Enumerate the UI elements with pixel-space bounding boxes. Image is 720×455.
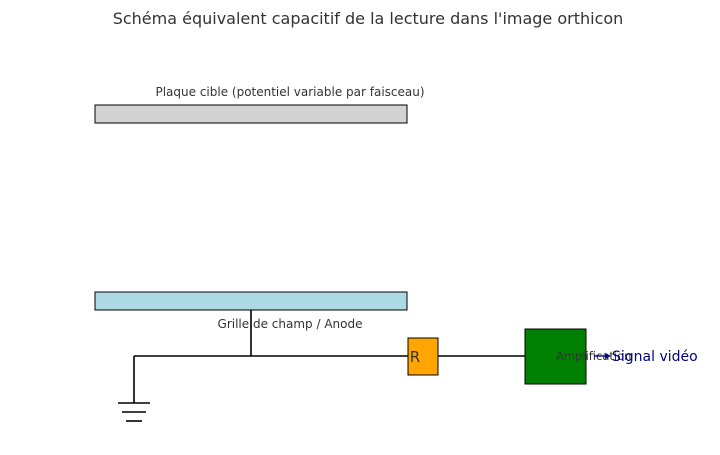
amplifier-box (524, 328, 587, 385)
diagram-title: Schéma équivalent capacitif de la lectur… (113, 9, 624, 28)
field-grid-label: Grille de champ / Anode (218, 317, 363, 331)
resistor-label: R (410, 348, 420, 366)
ground-symbol-icon (118, 402, 150, 422)
field-grid (94, 291, 408, 311)
resistor-box (407, 337, 439, 376)
target-plate-label: Plaque cible (potentiel variable par fai… (155, 85, 424, 99)
amplifier-label: Amplification (556, 349, 631, 363)
output-signal-label: Signal vidéo (612, 349, 698, 365)
target-plate (94, 104, 408, 124)
output-arrow-icon (594, 353, 611, 359)
